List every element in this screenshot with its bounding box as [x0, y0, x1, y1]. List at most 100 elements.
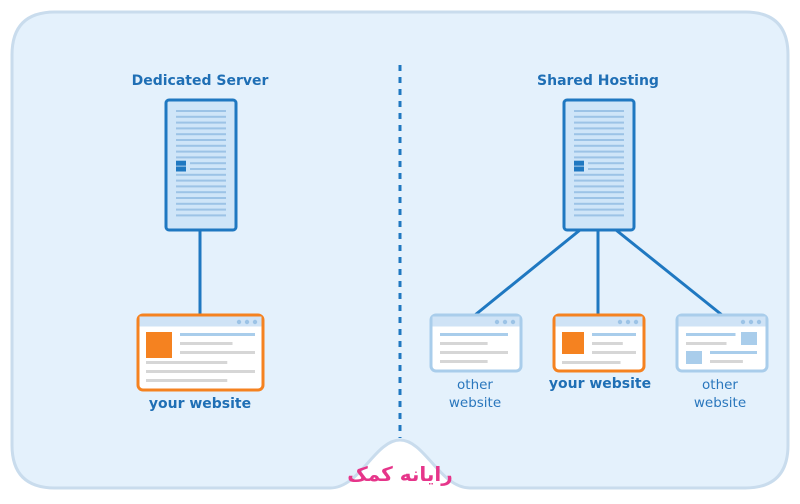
server-line [176, 127, 226, 130]
server-line [190, 168, 226, 170]
server-line [176, 139, 226, 141]
window-dot [244, 319, 250, 325]
server-indicator [574, 160, 584, 166]
connector-shared-right [615, 228, 723, 317]
server-line [574, 214, 624, 217]
server-line [176, 191, 226, 194]
server-line [574, 144, 624, 147]
server-line [574, 110, 624, 112]
text-line [592, 351, 636, 354]
text-line [180, 342, 233, 345]
other-website-icon [675, 313, 769, 373]
text-line [686, 342, 727, 345]
server-indicator [574, 166, 584, 172]
window-dot [510, 319, 516, 325]
label-line: other [702, 377, 738, 393]
connector-shared-left [474, 228, 581, 317]
image-placeholder [146, 332, 172, 358]
shared-other-website-label-1: other website [415, 376, 535, 412]
text-line [146, 370, 255, 373]
server-line [176, 115, 226, 118]
window-dot [502, 319, 508, 325]
server-indicator [176, 160, 186, 166]
text-line [686, 333, 736, 336]
server-line [574, 150, 624, 153]
server-line [176, 150, 226, 153]
text-line [440, 360, 488, 363]
window-dot [756, 319, 762, 325]
server-line [176, 121, 226, 124]
server-line [176, 208, 226, 211]
server-line [574, 173, 624, 176]
server-line [574, 139, 624, 141]
server-line [176, 144, 226, 147]
text-line [180, 333, 255, 336]
server-line [574, 179, 624, 182]
shared-hosting-title: Shared Hosting [537, 73, 659, 89]
text-line [180, 351, 255, 354]
window-dot [252, 319, 258, 325]
window-dot [617, 319, 623, 325]
server-line [588, 168, 624, 170]
dedicated-server-title: Dedicated Server [131, 73, 269, 89]
text-line [440, 351, 508, 354]
other-website-icon [429, 313, 523, 373]
server-line [574, 185, 624, 188]
website-titlebar [678, 316, 766, 327]
server-line [574, 202, 624, 205]
window-dot [748, 319, 754, 325]
server-line [176, 202, 226, 205]
image-placeholder [741, 332, 757, 345]
text-line [592, 342, 623, 345]
brand-logo-text: رایانه کمک [347, 462, 453, 486]
dedicated-your-website-label: your website [148, 396, 252, 412]
server-line [176, 110, 226, 112]
server-line [574, 133, 624, 136]
server-line [176, 185, 226, 188]
image-placeholder [686, 351, 702, 364]
server-line [574, 115, 624, 118]
window-dot [740, 319, 746, 325]
shared-server-icon [562, 98, 636, 232]
label-line: website [693, 395, 747, 411]
website-titlebar [139, 316, 262, 327]
server-line [176, 173, 226, 176]
server-line [574, 127, 624, 130]
text-line [710, 351, 757, 354]
text-line [440, 333, 508, 336]
website-titlebar [555, 316, 643, 327]
server-line [190, 162, 226, 165]
text-line [440, 342, 488, 345]
text-line [562, 361, 621, 364]
server-line [176, 179, 226, 182]
label-line: website [448, 395, 502, 411]
server-line [176, 214, 226, 217]
server-line [588, 162, 624, 165]
server-line [176, 133, 226, 136]
server-line [176, 156, 226, 159]
window-dot [625, 319, 631, 325]
window-dot [633, 319, 639, 325]
your-website-icon [552, 313, 646, 373]
image-placeholder [562, 332, 584, 354]
server-line [574, 121, 624, 124]
shared-your-website-label: your website [548, 376, 652, 392]
text-line [592, 333, 636, 336]
shared-other-website-label-2: other website [660, 376, 780, 412]
server-line [574, 197, 624, 199]
window-dot [494, 319, 500, 325]
label-line: other [457, 377, 493, 393]
server-line [574, 191, 624, 194]
server-line [176, 197, 226, 199]
text-line [710, 360, 743, 363]
your-website-icon [136, 313, 265, 392]
text-line [146, 361, 228, 364]
website-titlebar [432, 316, 520, 327]
text-line [146, 379, 228, 382]
server-line [574, 208, 624, 211]
server-indicator [176, 166, 186, 172]
dedicated-server-icon [164, 98, 238, 232]
window-dot [236, 319, 242, 325]
